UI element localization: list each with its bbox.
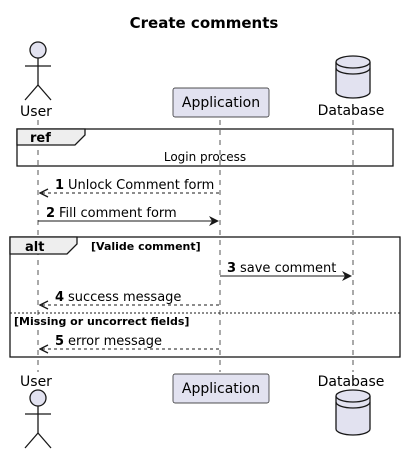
message-text: save comment (240, 261, 336, 276)
message-5: 5 error message (40, 334, 219, 349)
diagram-title: Create comments (130, 14, 279, 32)
ref-tag: ref (30, 131, 51, 146)
participant-label-database: Database (318, 374, 385, 390)
message-number: 4 (55, 290, 64, 305)
alt-tag: alt (25, 240, 44, 255)
participant-application-top: Application (172, 87, 270, 118)
participant-label-application: Application (182, 95, 260, 111)
message-text: error message (68, 334, 162, 349)
alt-frame: alt [Valide comment] [Missing or uncorre… (9, 236, 401, 358)
message-text: Fill comment form (59, 206, 177, 221)
message-4: 4 success message (40, 290, 219, 305)
participant-label-user: User (20, 104, 52, 120)
message-1: 1 Unlock Comment form (40, 178, 219, 193)
database-icon (335, 389, 371, 436)
participant-label-user: User (20, 374, 52, 390)
message-number: 2 (46, 206, 55, 221)
participant-label-database: Database (318, 103, 385, 119)
message-number: 1 (55, 178, 64, 193)
message-text: success message (68, 290, 181, 305)
participant-database-top: Database (318, 55, 385, 119)
alt-guard-invalid: [Missing or uncorrect fields] (14, 315, 189, 328)
participant-user-top: User (20, 41, 52, 120)
alt-guard-valid: [Valide comment] (91, 240, 201, 253)
message-number: 5 (55, 334, 64, 349)
participant-application-bottom: Application (172, 373, 270, 404)
alt-tab (9, 236, 78, 255)
actor-icon (24, 389, 52, 449)
participant-user-bottom: User (20, 374, 52, 449)
participant-label-application: Application (182, 381, 260, 397)
message-text: Unlock Comment form (68, 178, 214, 193)
message-3: 3 save comment (220, 261, 352, 281)
ref-label: Login process (164, 150, 246, 164)
lifelines (37, 120, 354, 372)
actor-icon (24, 41, 52, 101)
database-icon (335, 55, 371, 99)
participant-box (172, 87, 270, 118)
ref-tab (16, 128, 86, 146)
participant-box (172, 373, 270, 404)
message-2: 2 Fill comment form (38, 206, 219, 226)
participant-database-bottom: Database (318, 374, 385, 436)
ref-frame: ref Login process (16, 128, 394, 167)
message-number: 3 (227, 261, 236, 276)
